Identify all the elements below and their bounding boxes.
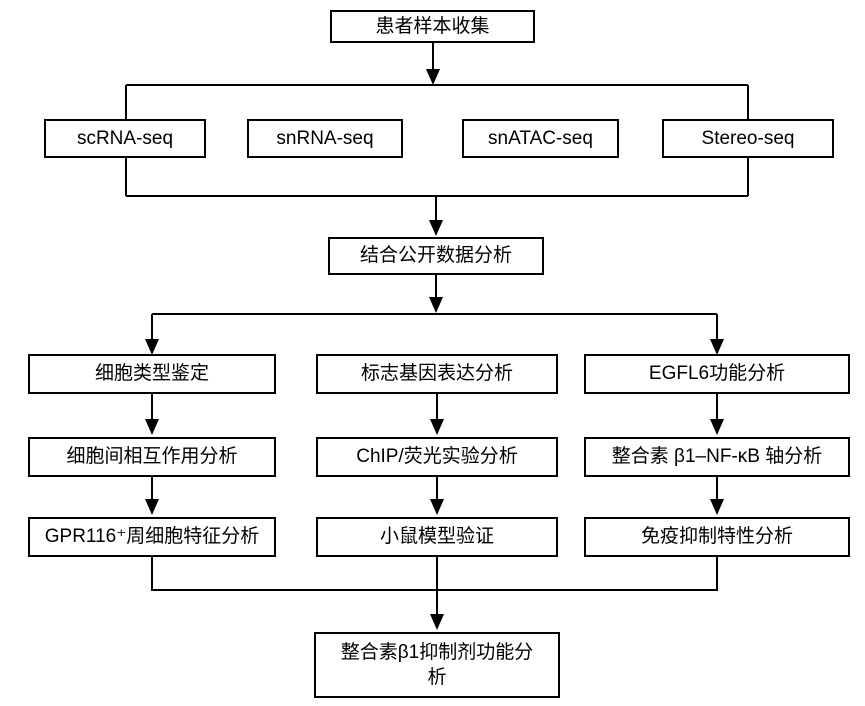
node-immunosuppressive-features: 免疫抑制特性分析 (584, 517, 850, 557)
node-egfl6-function: EGFL6功能分析 (584, 354, 850, 394)
node-patient-sample: 患者样本收集 (330, 10, 535, 43)
node-stereo-seq: Stereo-seq (662, 119, 834, 158)
node-mouse-model-validation: 小鼠模型验证 (316, 517, 558, 557)
node-cell-interaction-analysis: 细胞间相互作用分析 (28, 437, 276, 477)
node-marker-gene-expression: 标志基因表达分析 (316, 354, 558, 394)
connector-seq-bracket (125, 84, 749, 197)
node-integrin-inhibitor-function: 整合素β1抑制剂功能分析 (314, 632, 560, 698)
node-public-data-analysis: 结合公开数据分析 (328, 237, 544, 275)
node-chip-fluorescence-analysis: ChIP/荧光实验分析 (316, 437, 558, 477)
node-snatac-seq: snATAC-seq (462, 119, 619, 158)
node-cell-type-identification: 细胞类型鉴定 (28, 354, 276, 394)
connector-merge-bracket (151, 557, 718, 591)
node-integrin-nfkb-axis: 整合素 β1–NF-κB 轴分析 (584, 437, 850, 477)
node-scrna-seq: scRNA-seq (44, 119, 206, 158)
node-gpr116-pericyte-features: GPR116⁺周细胞特征分析 (28, 517, 276, 557)
node-snrna-seq: snRNA-seq (247, 119, 403, 158)
